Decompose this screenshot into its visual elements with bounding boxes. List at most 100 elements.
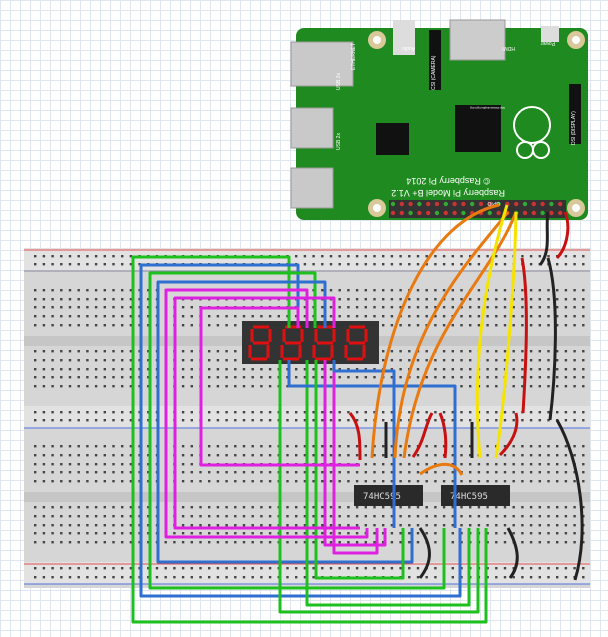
- breadboard-hole: [573, 541, 576, 544]
- breadboard-hole: [390, 445, 394, 448]
- breadboard-hole: [486, 376, 489, 379]
- breadboard-hole: [512, 324, 515, 327]
- breadboard-hole: [556, 541, 559, 544]
- breadboard-hole: [573, 524, 576, 527]
- breadboard-hole: [60, 532, 63, 535]
- wire-magenta: [332, 360, 379, 555]
- breadboard-hole: [486, 385, 489, 388]
- breadboard-hole: [268, 532, 272, 535]
- breadboard-hole: [434, 567, 437, 570]
- breadboard-hole: [364, 411, 367, 414]
- breadboard-hole: [538, 376, 541, 379]
- breadboard-hole: [42, 368, 46, 371]
- breadboard-hole: [373, 541, 376, 544]
- breadboard-hole: [521, 359, 524, 362]
- wire-orange: [370, 203, 500, 459]
- breadboard-hole: [573, 532, 576, 535]
- breadboard-hole: [112, 506, 115, 509]
- breadboard-hole: [208, 506, 211, 509]
- breadboard-hole: [42, 506, 46, 509]
- breadboard-hole: [199, 506, 202, 509]
- power-label: Power: [540, 40, 555, 46]
- breadboard-hole: [303, 454, 307, 457]
- breadboard-hole: [103, 524, 106, 527]
- breadboard-hole: [295, 567, 298, 570]
- breadboard-hole: [338, 298, 341, 301]
- breadboard-hole: [547, 411, 550, 414]
- breadboard-hole: [34, 567, 37, 570]
- breadboard-hole: [251, 368, 254, 371]
- breadboard-hole: [442, 376, 446, 379]
- breadboard-hole: [242, 385, 246, 388]
- breadboard-hole: [355, 315, 359, 318]
- breadboard-hole: [147, 306, 150, 309]
- gpio-pin: [478, 201, 484, 207]
- breadboard-hole: [486, 419, 489, 422]
- breadboard-hole: [260, 567, 263, 570]
- breadboard-hole: [434, 506, 437, 509]
- usb-port: [290, 167, 334, 209]
- breadboard-hole: [321, 567, 324, 570]
- breadboard-hole: [234, 315, 237, 318]
- breadboard-hole: [68, 263, 72, 266]
- breadboard-hole: [234, 524, 237, 527]
- breadboard-hole: [260, 515, 263, 518]
- breadboard-hole: [112, 368, 115, 371]
- breadboard-hole: [451, 419, 454, 422]
- breadboard-hole: [556, 359, 559, 362]
- breadboard-hole: [573, 368, 576, 371]
- pi-copyright-label: © Raspberry Pi 2014: [406, 176, 490, 186]
- breadboard-hole: [251, 576, 254, 579]
- breadboard-hole: [51, 255, 54, 258]
- breadboard-hole: [547, 255, 550, 258]
- breadboard-hole: [312, 541, 315, 544]
- breadboard-hole: [51, 298, 54, 301]
- breadboard-hole: [181, 480, 185, 483]
- breadboard-hole: [295, 471, 298, 474]
- breadboard-hole: [495, 411, 498, 414]
- breadboard-hole: [251, 376, 254, 379]
- breadboard-hole: [451, 350, 454, 353]
- breadboard-hole: [529, 263, 533, 266]
- breadboard-hole: [51, 480, 54, 483]
- breadboard-hole: [373, 315, 376, 318]
- breadboard-hole: [582, 471, 585, 474]
- breadboard-hole: [442, 306, 446, 309]
- breadboard-hole: [460, 454, 463, 457]
- breadboard-hole: [34, 411, 37, 414]
- breadboard-hole: [112, 411, 115, 414]
- breadboard-hole: [503, 541, 507, 544]
- breadboard-hole: [94, 359, 98, 362]
- breadboard-hole: [68, 471, 72, 474]
- breadboard-hole: [347, 506, 350, 509]
- breadboard-hole: [112, 524, 115, 527]
- breadboard-hole: [303, 306, 307, 309]
- breadboard-hole: [521, 454, 524, 457]
- wire-magenta: [323, 360, 387, 547]
- breadboard-hole: [434, 454, 437, 457]
- breadboard-hole: [425, 306, 428, 309]
- breadboard-hole: [181, 515, 185, 518]
- breadboard-hole: [469, 298, 472, 301]
- breadboard-hole: [94, 289, 98, 292]
- breadboard-hole: [216, 541, 220, 544]
- breadboard-hole: [582, 576, 585, 579]
- breadboard-hole: [338, 376, 341, 379]
- breadboard-hole: [434, 315, 437, 318]
- breadboard-hole: [547, 445, 550, 448]
- breadboard-hole: [364, 255, 367, 258]
- breadboard-hole: [338, 289, 341, 292]
- wire-magenta: [164, 288, 369, 539]
- breadboard-hole: [382, 515, 385, 518]
- wire-yellow: [475, 204, 509, 459]
- breadboard-hole: [425, 454, 428, 457]
- breadboard-hole: [564, 298, 568, 301]
- gpio-pin: [531, 210, 536, 216]
- breadboard-hole: [373, 289, 376, 292]
- breadboard-hole: [390, 419, 394, 422]
- wire-green: [305, 360, 471, 607]
- breadboard-hole: [34, 480, 37, 483]
- breadboard-hole: [86, 263, 89, 266]
- breadboard-hole: [503, 445, 507, 448]
- breadboard-hole: [521, 506, 524, 509]
